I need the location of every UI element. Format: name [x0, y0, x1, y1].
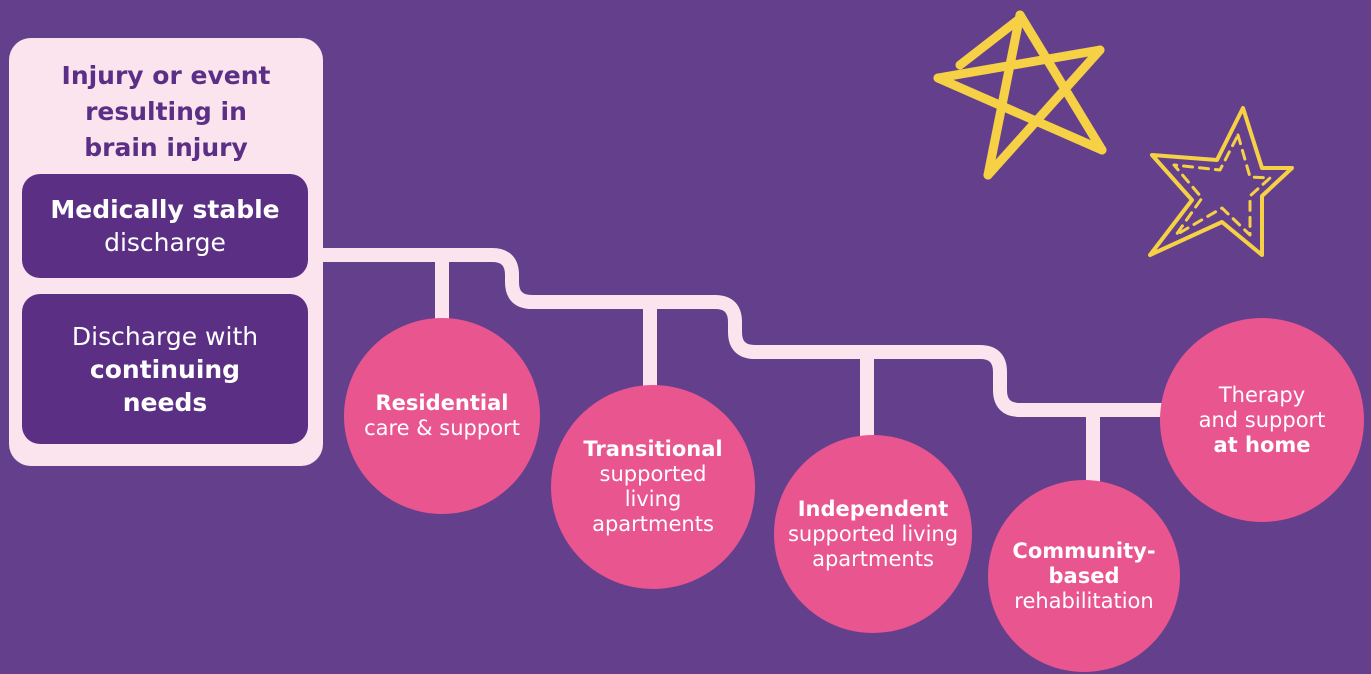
stage-home-line: and support — [1198, 407, 1326, 432]
stage-independent: Independent supported living apartments — [774, 435, 972, 633]
continuing-line: Discharge with — [71, 321, 259, 351]
medically-stable-bold: Medically stable — [50, 195, 280, 224]
stage-community-line: rehabilitation — [1014, 588, 1154, 613]
stage-transitional: Transitional supported living apartments — [551, 385, 755, 589]
star-icon — [1148, 106, 1294, 257]
stage-residential-line: care & support — [364, 416, 520, 440]
star-icon — [933, 10, 1107, 180]
start-title: Injury or event resulting in brain injur… — [9, 58, 323, 166]
stage-community-bold: Community- — [1012, 538, 1156, 563]
start-title-line: resulting in — [85, 97, 247, 126]
pathway-connector — [311, 248, 1177, 417]
medically-stable-box: Medically stable discharge — [22, 174, 308, 278]
stage-home: Therapy and support at home — [1160, 318, 1364, 522]
stage-transitional-line: apartments — [592, 512, 714, 536]
stage-transitional-line: living — [624, 487, 682, 511]
start-title-line: Injury or event — [61, 61, 271, 90]
stage-community-bold: based — [1048, 563, 1120, 588]
stage-residential-bold: Residential — [375, 391, 509, 415]
stage-independent-line: supported living — [787, 521, 959, 546]
stage-independent-line: apartments — [812, 546, 934, 571]
medically-stable-rest: discharge — [104, 228, 226, 257]
stage-home-bold: at home — [1213, 432, 1311, 457]
stage-home-line: Therapy — [1218, 382, 1306, 407]
stage-residential: Residential care & support — [344, 318, 540, 514]
start-title-line: brain injury — [84, 133, 248, 162]
stage-independent-bold: Independent — [797, 496, 949, 521]
stage-transitional-bold: Transitional — [583, 437, 723, 461]
continuing-bold: needs — [122, 387, 208, 417]
continuing-bold: continuing — [89, 354, 241, 384]
continuing-needs-box: Discharge with continuing needs — [22, 294, 308, 444]
stage-transitional-line: supported — [599, 462, 707, 486]
stage-community: Community- based rehabilitation — [988, 480, 1180, 672]
